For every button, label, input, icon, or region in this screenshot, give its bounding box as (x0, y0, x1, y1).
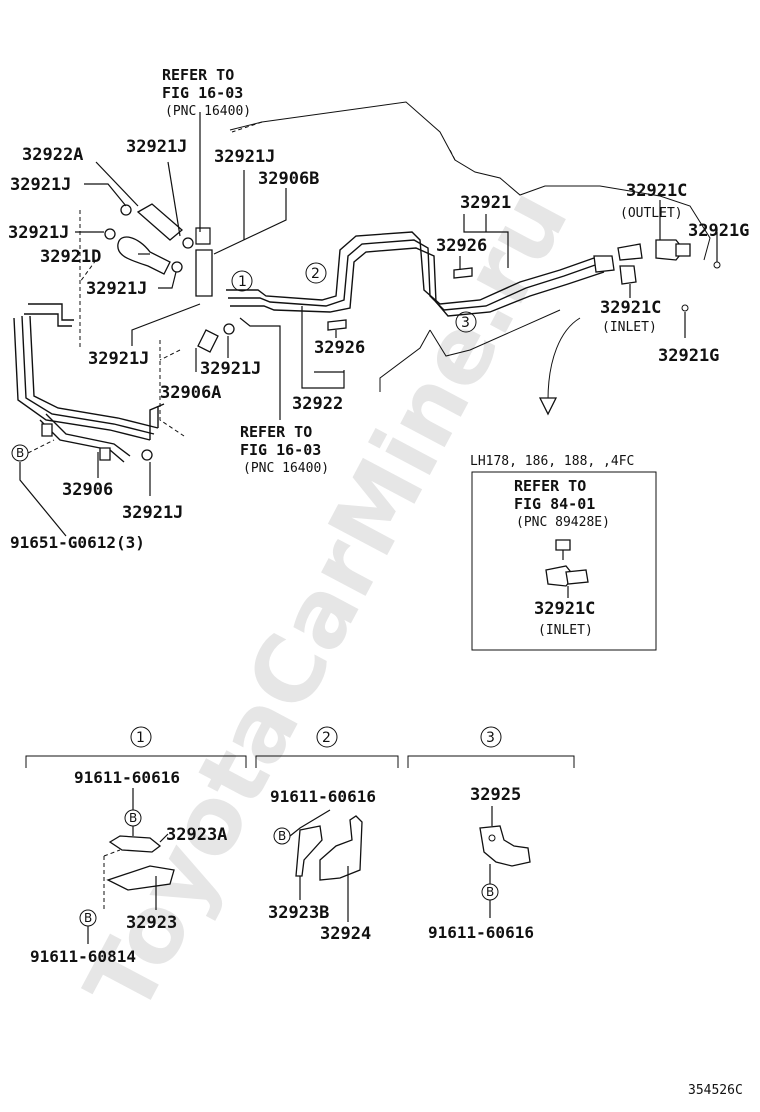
callout-2-num: 2 (311, 266, 320, 282)
label-32921C-outlet: 32921C (626, 181, 687, 201)
detail-2-bracket (295, 815, 363, 881)
label-32906B: 32906B (258, 169, 319, 189)
clamps-small (104, 204, 235, 461)
label-32921: 32921 (460, 193, 511, 213)
label-32921J-f: 32921J (88, 349, 149, 369)
detail-2-32923B: 32923B (268, 903, 329, 923)
label-32921J-b: 32921J (214, 147, 275, 167)
watermark: ToyotaCarMine.ru (65, 172, 589, 1030)
inset-part-label: 32921C (534, 599, 595, 619)
engine-outline-dashed (231, 121, 456, 161)
pipe-assembly-32906 (13, 303, 165, 463)
bolt-b-letter: B (16, 446, 24, 460)
label-inlet: (INLET) (602, 320, 657, 335)
fuel-pipes-main (226, 231, 643, 317)
svg-text:B: B (84, 911, 92, 925)
label-32922: 32922 (292, 394, 343, 414)
svg-text:B: B (486, 885, 494, 899)
refer-inset-line3: (PNC 89428E) (516, 515, 610, 530)
outlet-fitting-32921C (655, 239, 691, 261)
engine-outline (229, 101, 711, 392)
detail-1-bracket-32923 (106, 865, 175, 891)
callout-1-num: 1 (238, 274, 247, 290)
label-32921J-h: 32921J (122, 503, 183, 523)
detail-2-callout (316, 726, 338, 748)
detail-3-callout (480, 726, 502, 748)
callout-2 (305, 262, 327, 284)
refer-top-line3: (PNC 16400) (165, 104, 251, 119)
detail-3-num: 3 (486, 730, 495, 746)
detail-1-32923: 32923 (126, 913, 177, 933)
label-32906A: 32906A (160, 383, 221, 403)
refer-inset-line2: FIG 84-01 (514, 495, 595, 513)
hose-32921D (117, 236, 171, 275)
refer-top-line2: FIG 16-03 (162, 84, 243, 102)
svg-text:B: B (129, 811, 137, 825)
refer-mid-line3: (PNC 16400) (243, 461, 329, 476)
inset-bolt (555, 539, 571, 560)
label-32921J-g: 32921J (200, 359, 261, 379)
detail-3-bolt-label: 91611-60616 (428, 923, 534, 942)
svg-text:B: B (278, 829, 286, 843)
label-outlet: (OUTLET) (620, 206, 683, 221)
detail-3-32925: 32925 (470, 785, 521, 805)
label-32922A: 32922A (22, 145, 83, 165)
label-91651: 91651-G0612(3) (10, 533, 145, 552)
hose-32922A (136, 203, 184, 241)
inset-note: (INLET) (538, 623, 593, 638)
gasket-32921G-a (713, 261, 721, 269)
detail-1-callout (130, 726, 152, 748)
detail-2-bolt-label: 91611-60616 (270, 787, 376, 806)
detail-2-num: 2 (322, 730, 331, 746)
clip-32926-a (453, 267, 473, 279)
detail-1-bracket-32923A (108, 835, 162, 853)
label-32926-b: 32926 (314, 338, 365, 358)
pipe-32906B (195, 249, 213, 297)
callout-3 (455, 311, 477, 333)
label-32926-a: 32926 (436, 236, 487, 256)
refer-mid-line2: FIG 16-03 (240, 441, 321, 459)
detail-1-bolt-label: 91611-60616 (74, 768, 180, 787)
detail-2-32924: 32924 (320, 924, 371, 944)
detail-1-num: 1 (136, 730, 145, 746)
clip-32926-b (327, 319, 347, 331)
label-32921J-a: 32921J (126, 137, 187, 157)
label-32921J-e: 32921J (86, 279, 147, 299)
callout-3-num: 3 (461, 315, 470, 331)
label-32921G-b: 32921G (658, 346, 719, 366)
inset-box (471, 471, 657, 651)
detail-1-bolt2-label: 91611-60814 (30, 947, 136, 966)
label-32921J-d: 32921J (8, 223, 69, 243)
refer-inset-line1: REFER TO (514, 477, 586, 495)
diagram-id: 354526C (688, 1083, 743, 1098)
label-32921C-inlet: 32921C (600, 298, 661, 318)
detail-1-32923A: 32923A (166, 825, 227, 845)
inset-title: LH178, 186, 188, ,4FC (470, 454, 634, 469)
label-32906: 32906 (62, 480, 113, 500)
refer-top-line1: REFER TO (162, 66, 234, 84)
inset-fitting (545, 565, 589, 598)
pipe-32906A (197, 329, 219, 353)
gasket-32921G-b (681, 304, 689, 312)
label-32921G-a: 32921G (688, 221, 749, 241)
refer-mid-line1: REFER TO (240, 423, 312, 441)
callout-1 (231, 270, 253, 292)
label-32921D: 32921D (40, 247, 101, 267)
label-32921J-c: 32921J (10, 175, 71, 195)
detail-3-clamp (479, 825, 531, 867)
